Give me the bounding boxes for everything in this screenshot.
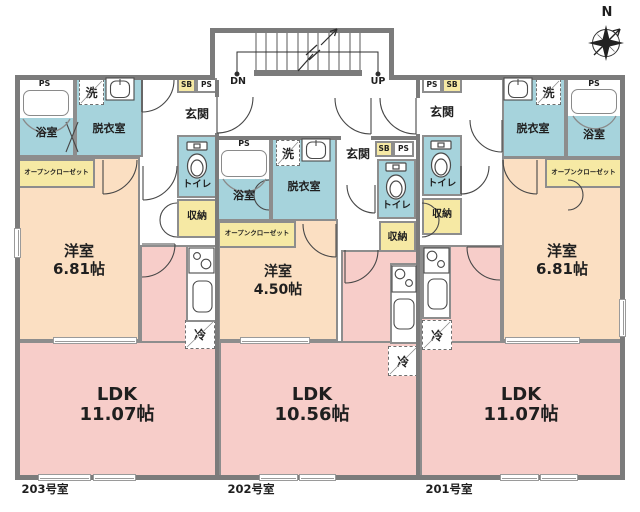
- door-dressing-203: [141, 79, 175, 113]
- stairs-down-label: DN: [230, 76, 246, 87]
- storage-label-203: 収納: [187, 211, 207, 222]
- sliding-door-bedroom-201: [505, 337, 580, 344]
- compass-icon: [588, 25, 624, 61]
- bathtub-202: [221, 150, 267, 177]
- stair-direction-arrow: [297, 28, 338, 72]
- ldk-label-202: LDK: [291, 384, 333, 405]
- bath-label-203: 浴室: [35, 126, 58, 139]
- bathtub-201: [571, 89, 617, 114]
- laundry-box-201: 洗: [536, 79, 561, 105]
- bath-label-201: 浴室: [583, 128, 605, 141]
- laundry-label-202: 洗: [281, 146, 294, 161]
- window-ldk-203-a: [38, 474, 91, 481]
- compass-north-label: N: [601, 5, 613, 20]
- ps-label-entry-202: PS: [398, 144, 409, 153]
- kitchen-counter-201: [422, 246, 451, 319]
- bath-label-202: 浴室: [233, 189, 255, 202]
- ps-label-bath-203: PS: [38, 79, 51, 88]
- bedroom-label-201: 洋室: [546, 242, 577, 260]
- toilet-label-202: トイレ: [382, 200, 411, 211]
- wall-stair-right: [389, 28, 394, 80]
- open-closet-label-203: オープンクローゼット: [24, 168, 89, 176]
- fridge-box-202: 冷: [388, 346, 418, 376]
- stairs-up-label: UP: [370, 76, 386, 87]
- sb-label-202: SB: [378, 144, 390, 153]
- dressing-label-202: 脱衣室: [287, 180, 321, 193]
- door-toilet-202: [346, 184, 376, 214]
- open-closet-label-201: オープンクローゼット: [551, 168, 616, 176]
- laundry-box-203: 洗: [79, 79, 104, 105]
- window-ldk-202-a: [259, 474, 298, 481]
- bathtub-203: [23, 90, 69, 116]
- ldk-size-203: 11.07帖: [79, 404, 155, 425]
- bedroom-size-203: 6.81帖: [52, 260, 105, 278]
- storage-label-202: 収納: [387, 232, 408, 243]
- window-bedroom-203: [14, 228, 21, 258]
- dressing-label-201: 脱衣室: [516, 122, 550, 135]
- stair-guide-line: [234, 51, 381, 77]
- toilet-label-201: トイレ: [427, 178, 457, 189]
- kitchen-counter-202: [390, 263, 418, 344]
- door-entry-203: [216, 96, 254, 134]
- sliding-door-bedroom-203: [53, 337, 137, 344]
- ps-label-bath-202: PS: [238, 139, 250, 148]
- sb-label-203: SB: [180, 80, 193, 89]
- entrance-label-203: 玄関: [184, 107, 209, 121]
- dressing-label-203: 脱衣室: [92, 122, 126, 135]
- bedroom-label-202: 洋室: [264, 264, 292, 280]
- unit-label-203: 203号室: [21, 482, 69, 496]
- laundry-box-202: 洗: [276, 140, 300, 166]
- fridge-label-201: 冷: [430, 328, 443, 343]
- window-ldk-202-b: [299, 474, 336, 481]
- laundry-label-203: 洗: [85, 85, 98, 100]
- unit-label-201: 201号室: [425, 482, 473, 496]
- toilet-label-203: トイレ: [182, 179, 212, 190]
- ldk-label-203: LDK: [96, 384, 138, 405]
- door-storage-203: [159, 202, 178, 238]
- bedroom-size-201: 6.81帖: [535, 260, 588, 278]
- fridge-box-201: 冷: [422, 320, 452, 350]
- ldk-label-201: LDK: [500, 384, 542, 405]
- stair-treads: [255, 33, 361, 71]
- stair-bottom-wall: [254, 70, 362, 76]
- wall-stair-top: [210, 28, 394, 33]
- window-ldk-201-b: [540, 474, 578, 481]
- wall-right: [620, 75, 625, 480]
- storage-label-201: 収納: [432, 209, 452, 220]
- bedroom-size-202: 4.50帖: [253, 282, 303, 298]
- wall-stair-left: [210, 28, 215, 80]
- ldk-size-201: 11.07帖: [483, 404, 559, 425]
- fridge-label-202: 冷: [396, 354, 409, 369]
- window-ldk-203-b: [93, 474, 136, 481]
- door-entry-202: [334, 97, 372, 135]
- window-ldk-201-a: [500, 474, 539, 481]
- sb-label-201: SB: [446, 80, 458, 89]
- wall-divider-201-upper: [416, 80, 420, 98]
- ps-label-entry-203: PS: [201, 80, 212, 89]
- laundry-label-201: 洗: [542, 85, 555, 100]
- open-closet-label-202: オープンクローゼット: [224, 229, 290, 237]
- unit-label-202: 202号室: [227, 482, 275, 496]
- ldk-size-202: 10.56帖: [274, 404, 350, 425]
- wall-corridor-bottom-right: [371, 136, 416, 140]
- entrance-label-201: 玄関: [429, 105, 454, 119]
- ps-label-entry-201: PS: [426, 80, 438, 89]
- door-toilet-201: [460, 165, 490, 195]
- wall-divider-201-lower: [416, 134, 420, 475]
- ps-label-bath-201: PS: [588, 79, 600, 88]
- fridge-label-203: 冷: [193, 328, 206, 342]
- window-bedroom-201: [619, 299, 626, 337]
- door-dressing-201: [469, 119, 503, 153]
- door-entry-201: [379, 97, 417, 135]
- fridge-box-203: 冷: [185, 320, 215, 349]
- entrance-label-202: 玄関: [345, 147, 370, 161]
- wall-left: [15, 75, 20, 480]
- door-toilet-203: [142, 165, 178, 201]
- bedroom-label-203: 洋室: [63, 242, 94, 260]
- kitchen-counter-203: [186, 245, 217, 322]
- sliding-door-bedroom-202: [240, 337, 310, 344]
